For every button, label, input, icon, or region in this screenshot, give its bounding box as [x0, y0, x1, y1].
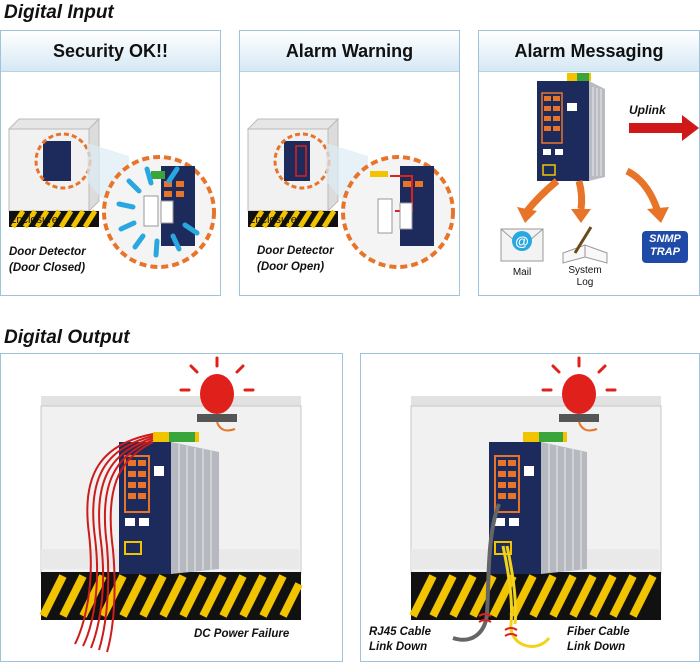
door-detector-caption-line1: Door Detector — [257, 245, 334, 257]
dc-power-failure-caption: DC Power Failure — [194, 628, 290, 640]
digital-output-title: Digital Output — [4, 327, 130, 348]
panel-title: Alarm Messaging — [479, 31, 699, 72]
system-log-label-line2: Log — [576, 277, 594, 288]
system-log-label-line1: System — [568, 265, 602, 276]
panel-security-ok: Security OK!! Enclosure — [0, 30, 221, 296]
mail-label: Mail — [512, 267, 532, 278]
uplink-label: Uplink — [629, 103, 666, 117]
door-open-illustration — [246, 117, 455, 269]
door-closed-illustration — [7, 117, 216, 269]
enclosure-label: Enclosure — [9, 214, 58, 226]
enclosure-label: Enclosure — [248, 214, 297, 226]
panel-alarm-warning: Alarm Warning Enclosure Door Detector (D… — [239, 30, 460, 296]
snmp-badge-line2: TRAP — [650, 246, 680, 258]
dc-power-failure-illustration — [39, 356, 303, 653]
fiber-caption-line1: Fiber Cable — [567, 626, 630, 638]
rj45-caption-line2: Link Down — [369, 641, 428, 653]
snmp-badge-line1: SNMP — [649, 233, 681, 245]
rj45-caption-line1: RJ45 Cable — [369, 626, 432, 638]
svg-text:@: @ — [515, 233, 529, 249]
door-detector-caption-line2: (Door Open) — [257, 261, 325, 273]
panel-cable-link-down: RJ45 Cable Link Down Fiber Cable Link Do… — [360, 353, 700, 662]
cable-link-down-illustration — [409, 356, 662, 648]
panel-title: Security OK!! — [1, 31, 220, 72]
panel-dc-power-failure: DC Power Failure — [0, 353, 343, 662]
door-detector-caption-line2: (Door Closed) — [9, 262, 86, 274]
fiber-caption-line2: Link Down — [567, 641, 626, 653]
door-detector-caption-line1: Door Detector — [9, 246, 86, 258]
panel-title: Alarm Warning — [240, 31, 459, 72]
panel-alarm-messaging: Alarm Messaging @ — [478, 30, 700, 296]
digital-input-title: Digital Input — [4, 2, 114, 23]
messaging-illustration: @ — [500, 73, 699, 264]
